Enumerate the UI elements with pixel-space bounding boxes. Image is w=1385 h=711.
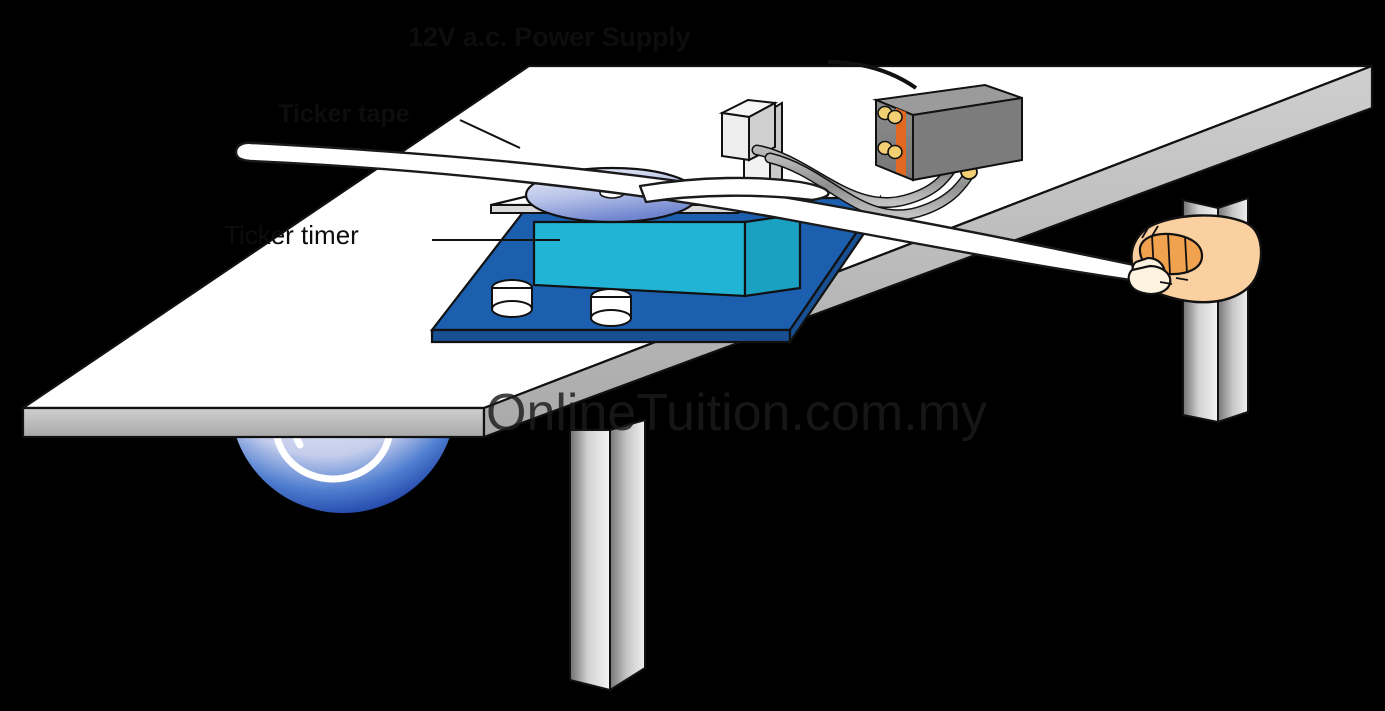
- label-power-supply: 12V a.c. Power Supply: [408, 22, 691, 52]
- power-supply-unit: [827, 60, 1023, 182]
- label-ticker-tape: Ticker tape: [278, 100, 410, 128]
- ticker-timer-feet: [491, 279, 632, 327]
- connecting-cables: [751, 144, 978, 221]
- ticker-timer-body: [532, 212, 802, 298]
- watermark-text: OnlineTuition.com.my: [486, 384, 987, 442]
- label-ticker-timer: Ticker timer: [224, 220, 359, 250]
- hand-pulling-tape: [1127, 214, 1263, 304]
- leader-lines: [432, 119, 560, 241]
